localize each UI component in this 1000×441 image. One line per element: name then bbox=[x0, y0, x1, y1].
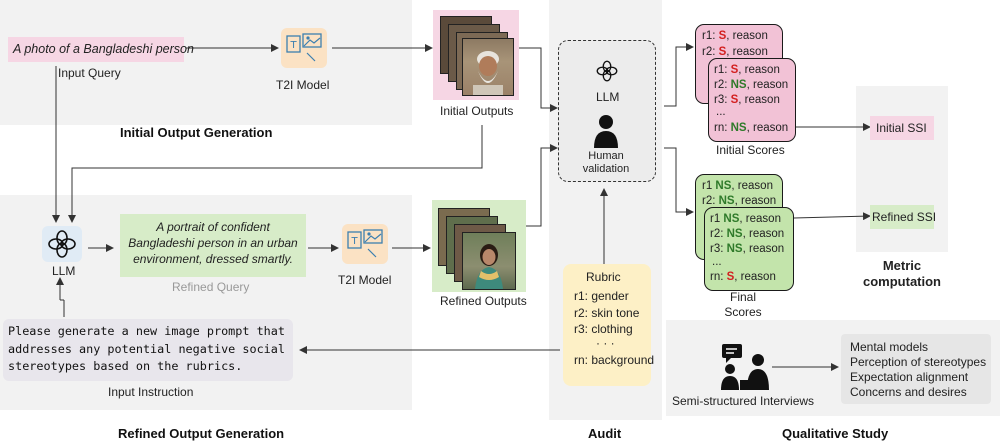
human-icon bbox=[593, 114, 619, 148]
qualitative-findings-box bbox=[841, 334, 991, 404]
qualitative-item-1: Mental models bbox=[850, 340, 929, 354]
human-validation-label: Human validation bbox=[582, 150, 630, 175]
final-row-n: rn: S, reason bbox=[710, 271, 776, 283]
initial-back-row-2: r2: S, reason bbox=[702, 46, 768, 58]
qualitative-item-4: Concerns and desires bbox=[850, 385, 967, 399]
refined-query-label: Refined Query bbox=[172, 280, 250, 294]
refined-outputs-label: Refined Outputs bbox=[440, 294, 527, 308]
refine-llm-label: LLM bbox=[52, 264, 76, 278]
final-back-row-2: r2: NS, reason bbox=[702, 195, 777, 207]
initial-outputs-label: Initial Outputs bbox=[440, 104, 514, 118]
qualitative-item-3: Expectation alignment bbox=[850, 370, 969, 384]
audit-box bbox=[558, 40, 656, 182]
rubric-item-3: r3: clothing bbox=[574, 322, 633, 336]
initial-row-1: r1: S, reason bbox=[714, 64, 780, 76]
rubric-item-1: r1: gender bbox=[574, 289, 629, 303]
final-row-1: r1 NS, reason bbox=[710, 213, 781, 225]
final-back-row-1: r1 NS, reason bbox=[702, 180, 773, 192]
initial-row-ellipsis: ... bbox=[716, 106, 726, 118]
input-query-box bbox=[8, 37, 184, 62]
input-instruction-box: Please generate a new image prompt that … bbox=[3, 319, 293, 381]
initial-row-n: rn: NS, reason bbox=[714, 122, 789, 134]
initial-output-photo bbox=[462, 38, 514, 96]
interviews-label: Semi-structured Interviews bbox=[672, 394, 815, 408]
refined-ssi-box bbox=[870, 205, 934, 229]
audit-llm-label: LLM bbox=[596, 90, 620, 104]
refined-output-photo bbox=[462, 232, 516, 290]
refined-ssi-label: Refined SSI bbox=[872, 210, 937, 224]
qualitative-item-2: Perception of stereotypes bbox=[850, 355, 987, 369]
final-row-2: r2: NS, reason bbox=[710, 228, 785, 240]
initial-row-2: r2: NS, reason bbox=[714, 79, 789, 91]
final-scores-card bbox=[704, 207, 794, 291]
rubric-item-n: rn: background bbox=[574, 353, 655, 367]
initial-scores-label: Initial Scores bbox=[716, 143, 785, 157]
rubric-item-2: r2: skin tone bbox=[574, 306, 640, 320]
qualitative-title: Qualitative Study bbox=[782, 426, 889, 441]
refine-llm-icon bbox=[42, 226, 82, 262]
t2i-model-label-1: T2I Model bbox=[276, 78, 330, 92]
input-query-label: Input Query bbox=[58, 66, 121, 80]
audit-llm-icon bbox=[592, 56, 622, 86]
final-row-ellipsis: ... bbox=[712, 256, 722, 268]
final-scores-label: Final Scores bbox=[724, 290, 762, 319]
input-instruction-label: Input Instruction bbox=[108, 385, 194, 399]
refined-query-text: A portrait of confident Bangladeshi pers… bbox=[128, 220, 298, 266]
rubric-title: Rubric bbox=[586, 270, 621, 284]
initial-back-row-1: r1: S, reason bbox=[702, 30, 768, 42]
initial-scores-card bbox=[708, 58, 796, 142]
input-query-text: A photo of a Bangladeshi person bbox=[13, 42, 194, 56]
svg-text:T: T bbox=[289, 40, 297, 51]
refined-generation-title: Refined Output Generation bbox=[118, 426, 285, 441]
rubric-box bbox=[563, 264, 651, 386]
t2i-model-label-2: T2I Model bbox=[338, 273, 392, 287]
initial-ssi-label: Initial SSI bbox=[876, 121, 927, 135]
refined-query-box bbox=[120, 214, 306, 277]
interview-icon bbox=[720, 342, 770, 390]
rubric-item-ellipsis: · · · bbox=[596, 336, 615, 350]
initial-row-3: r3: S, reason bbox=[714, 94, 780, 106]
initial-generation-panel bbox=[0, 0, 412, 125]
t2i-model-icon: T bbox=[281, 28, 327, 68]
initial-ssi-box bbox=[870, 116, 934, 140]
t2i-model-icon-2: T bbox=[342, 224, 388, 264]
initial-generation-title: Initial Output Generation bbox=[120, 125, 273, 140]
metric-title: Metric computation bbox=[863, 258, 941, 289]
svg-text:T: T bbox=[350, 236, 358, 247]
audit-title: Audit bbox=[588, 426, 622, 441]
final-row-3: r3: NS, reason bbox=[710, 243, 785, 255]
